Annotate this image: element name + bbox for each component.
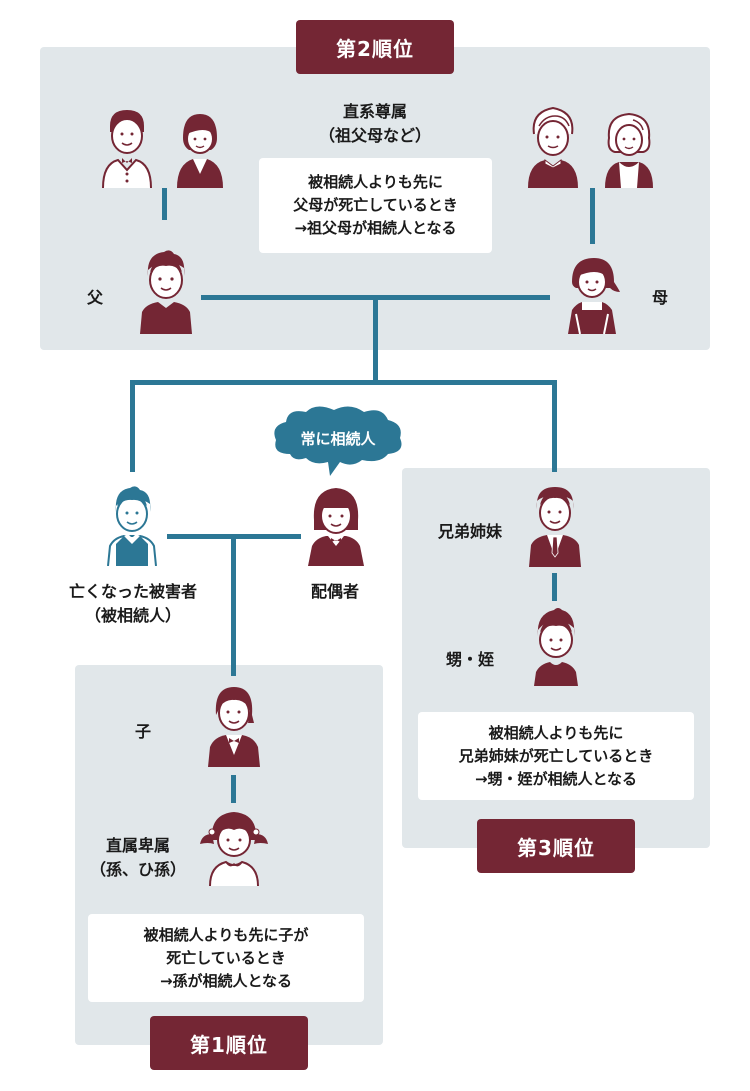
rank2-badge: 第2順位 — [296, 20, 454, 74]
rank3-note: 被相続人よりも先に 兄弟姉妹が死亡しているとき →甥・姪が相続人となる — [418, 712, 694, 800]
rank2-note-line2: 父母が死亡しているとき — [293, 196, 458, 214]
ascendants-label-line2: （祖父母など） — [318, 126, 431, 145]
father-label: 父 — [86, 288, 103, 307]
person-woman-apron-icon — [566, 254, 622, 334]
deceased-label-line2: （被相続人） — [84, 606, 181, 625]
rank3-note-line1: 被相続人よりも先に — [488, 723, 624, 742]
connector-grandparents-right — [590, 188, 595, 244]
mother-label: 母 — [651, 288, 668, 307]
person-grandmother-icon — [175, 112, 225, 188]
rank1-badge: 第1順位 — [150, 1016, 308, 1070]
person-elderly-man-icon — [525, 104, 581, 188]
person-grandchild-icon — [196, 808, 272, 886]
person-man-icon — [138, 248, 194, 334]
rank2-note: 被相続人よりも先に 父母が死亡しているとき →祖父母が相続人となる — [259, 158, 492, 253]
rank3-note-line3: →甥・姪が相続人となる — [474, 769, 638, 788]
rank3-badge: 第3順位 — [477, 819, 635, 873]
rank1-note-line2: 死亡しているとき — [166, 948, 286, 967]
deceased-label: 亡くなった被害者 （被相続人） — [38, 580, 228, 628]
spouse-label: 配偶者 — [310, 582, 359, 601]
connector-siblings-down — [552, 380, 557, 472]
nephews-label: 甥・姪 — [445, 650, 494, 669]
person-spouse-icon — [306, 484, 366, 566]
deceased-label-line1: 亡くなった被害者 — [68, 582, 197, 601]
connector-child-grandchild — [231, 775, 236, 803]
person-sibling-icon — [527, 483, 583, 567]
person-grandfather-icon — [100, 106, 155, 188]
connector-grandparents-left — [162, 188, 167, 220]
person-deceased-icon — [106, 484, 158, 566]
ascendants-label: 直系尊属 （祖父母など） — [285, 100, 465, 148]
rank2-note-line1: 被相続人よりも先に — [308, 173, 443, 191]
rank2-note-line3: →祖父母が相続人となる — [294, 219, 457, 237]
rank1-note-line3: →孫が相続人となる — [159, 971, 293, 990]
siblings-label: 兄弟姉妹 — [437, 522, 502, 541]
person-nephew-icon — [532, 606, 580, 686]
connector-siblings-horizontal — [130, 380, 557, 385]
connector-deceased-down — [130, 380, 135, 472]
rank1-note-line1: 被相続人よりも先に子が — [143, 925, 309, 944]
descendants-label-line2: （孫、ひ孫） — [89, 860, 186, 879]
connector-child-down — [231, 536, 236, 676]
spouse-bubble-text: 常に相続人 — [300, 430, 376, 448]
descendants-label-line1: 直属卑属 — [105, 836, 170, 855]
ascendants-label-line1: 直系尊属 — [342, 102, 407, 121]
descendants-label: 直属卑属 （孫、ひ孫） — [82, 834, 194, 882]
speech-bubble-icon: 常に相続人 — [270, 404, 406, 476]
connector-parents-down — [373, 297, 378, 383]
rank1-note: 被相続人よりも先に子が 死亡しているとき →孫が相続人となる — [88, 914, 364, 1002]
connector-sibling-nephew — [552, 573, 557, 601]
person-child-icon — [206, 683, 262, 767]
child-label: 子 — [134, 722, 151, 741]
rank3-note-line2: 兄弟姉妹が死亡しているとき — [458, 746, 654, 765]
person-elderly-woman-icon — [603, 110, 655, 188]
